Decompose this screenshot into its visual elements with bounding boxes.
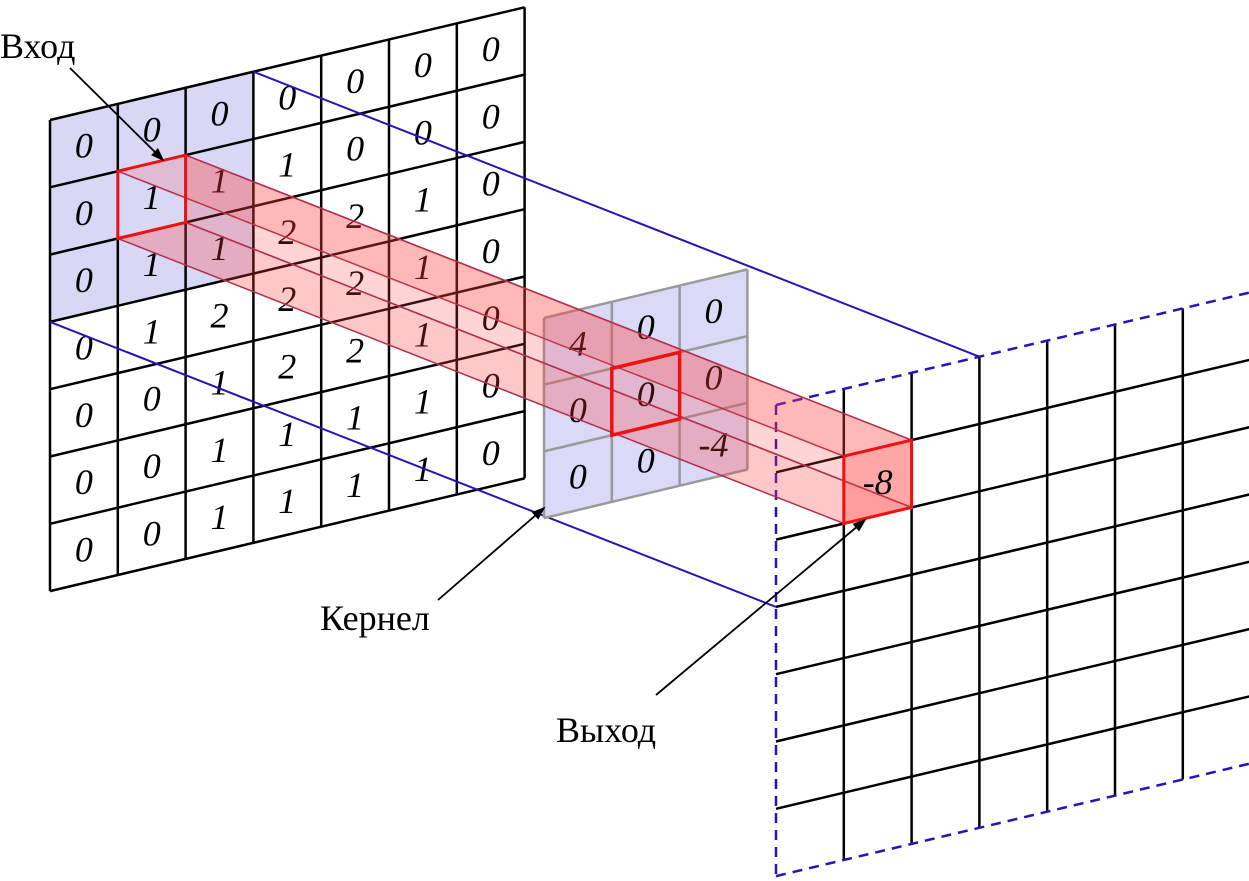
input-grid-line — [49, 6, 525, 122]
input-cell-value: 2 — [278, 347, 296, 387]
input-cell-value: 1 — [414, 247, 432, 287]
output-grid-line — [775, 493, 1249, 609]
input-cell-value: 1 — [414, 180, 432, 220]
input-cell-value: 1 — [143, 311, 161, 351]
input-cell-value: 0 — [75, 395, 93, 435]
input-receptive-region — [50, 71, 254, 322]
kernel-label-arrow — [437, 506, 546, 601]
input-cell-value: 0 — [414, 112, 432, 152]
frame-line — [49, 320, 777, 608]
input-cell-value: 2 — [278, 279, 296, 319]
input-cell-value: 0 — [75, 126, 93, 166]
input-cell-value: 1 — [346, 398, 364, 438]
kernel-cell-value: 0 — [705, 291, 723, 331]
output-label: Выход — [556, 710, 656, 750]
input-grid-line — [49, 207, 525, 324]
input-cell-value: 0 — [75, 260, 93, 300]
input-cell-value: 1 — [278, 414, 296, 454]
kernel-cell-value: -4 — [699, 424, 729, 464]
frame-line — [253, 70, 980, 358]
input-cell-value: 1 — [414, 382, 432, 422]
input-cell-value: 0 — [482, 96, 500, 136]
input-cell-value: 0 — [482, 231, 500, 271]
input-cell-value: 1 — [346, 465, 364, 505]
kernel-cell-value: 0 — [637, 440, 655, 480]
input-grid-line — [49, 477, 525, 593]
input-cell-value: 2 — [346, 330, 364, 370]
input-grid-line — [49, 409, 525, 526]
output-highlight-cell — [842, 438, 914, 526]
input-grid-line — [49, 275, 525, 391]
input-cell-value: 0 — [482, 433, 500, 473]
input-cell-value: 0 — [482, 29, 500, 69]
input-cell-value: 0 — [414, 45, 432, 85]
input-cell-value: 0 — [143, 110, 161, 150]
output-cell-value: -8 — [863, 462, 893, 502]
kernel-grid-line — [543, 468, 748, 520]
input-cell-value: 0 — [75, 529, 93, 569]
input-cell-value: 0 — [346, 61, 364, 101]
input-cell-value: 2 — [346, 196, 364, 236]
input-cell-value: 0 — [75, 462, 93, 502]
output-grid-line — [775, 291, 1249, 407]
input-cell-value: 0 — [143, 513, 161, 553]
input-cell-value: 0 — [143, 379, 161, 419]
input-cell-value: 0 — [482, 164, 500, 204]
output-grid-line — [775, 627, 1249, 743]
output-grid-line — [775, 695, 1249, 811]
input-cell-value: 0 — [75, 193, 93, 233]
output-plane — [774, 291, 1249, 878]
kernel-cell-value: 0 — [705, 358, 723, 398]
output-grid-line — [775, 560, 1249, 676]
input-cell-value: 1 — [278, 481, 296, 521]
input-label: Вход — [0, 26, 75, 66]
input-grid-line — [49, 342, 525, 458]
input-cell-value: 2 — [346, 263, 364, 303]
input-cell-value: 1 — [211, 430, 229, 470]
kernel-highlight-cell — [610, 350, 682, 438]
kernel-cell-value: 0 — [569, 390, 587, 430]
label-arrows — [69, 67, 867, 696]
input-cell-value: 0 — [211, 93, 229, 133]
kernel-cell-value: 0 — [569, 457, 587, 497]
input-cell-value: 1 — [211, 363, 229, 403]
input-cell-value: 2 — [211, 295, 229, 335]
input-label-arrow — [69, 67, 165, 162]
output-grid-line — [775, 762, 1249, 878]
kernel-label: Кернел — [320, 598, 430, 638]
output-label-arrow — [655, 518, 867, 696]
input-cell-value: 0 — [346, 129, 364, 169]
input-cell-value: 1 — [211, 497, 229, 537]
receptive-field-frame — [49, 70, 980, 608]
input-cell-value: 1 — [414, 314, 432, 354]
input-cell-value: 1 — [278, 145, 296, 185]
kernel-background — [544, 269, 748, 519]
kernel-cell-value: 0 — [637, 374, 655, 414]
input-cell-value: 2 — [278, 212, 296, 252]
input-cell-value: 0 — [143, 446, 161, 486]
